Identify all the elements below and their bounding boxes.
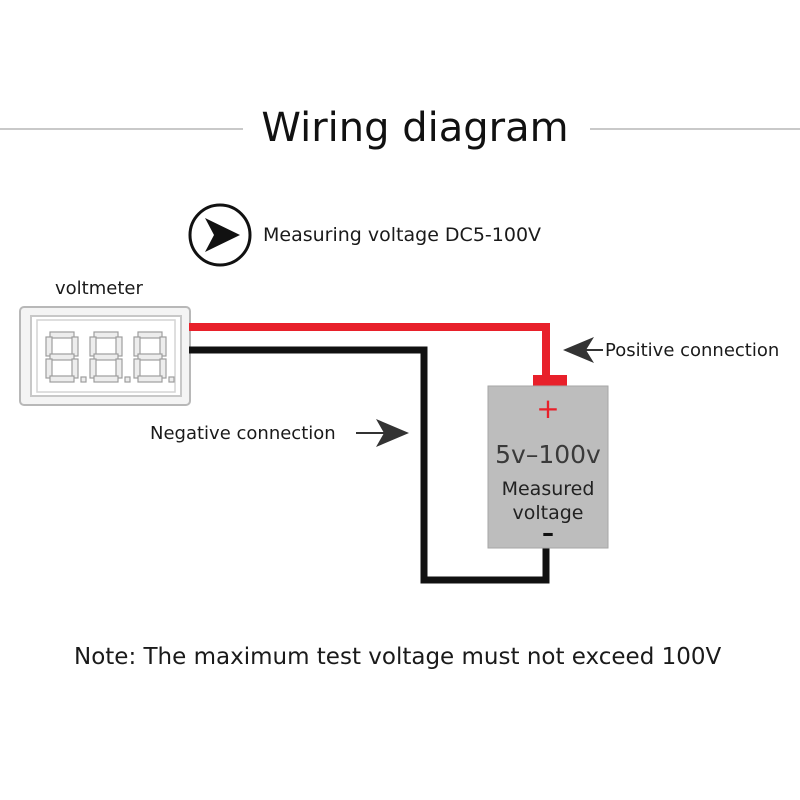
negative-pointer-arrow-icon (356, 419, 409, 447)
positive-wire (189, 323, 550, 378)
negative-wire (189, 346, 550, 584)
seven-segment-display (45, 331, 175, 383)
positive-pointer-arrow-icon (563, 337, 602, 363)
positive-connection-label: Positive connection (605, 340, 780, 361)
voltmeter-label: voltmeter (55, 278, 143, 299)
page-title: Wiring diagram (261, 105, 569, 151)
source-voltage-range: 5v–100v (495, 440, 601, 469)
negative-terminal-sign: – (542, 519, 554, 547)
negative-connection-label: Negative connection (150, 423, 336, 444)
title-rule-left (0, 128, 243, 130)
positive-terminal-sign: + (536, 392, 559, 425)
title-rule-right (590, 128, 800, 130)
source-caption: Measured voltage (501, 478, 595, 524)
max-voltage-note: Note: The maximum test voltage must not … (74, 644, 722, 670)
play-arrow-icon (188, 203, 252, 267)
measuring-range-note: Measuring voltage DC5-100V (263, 224, 542, 246)
voltmeter-module (19, 306, 191, 406)
measured-voltage-source: + – (487, 375, 609, 549)
